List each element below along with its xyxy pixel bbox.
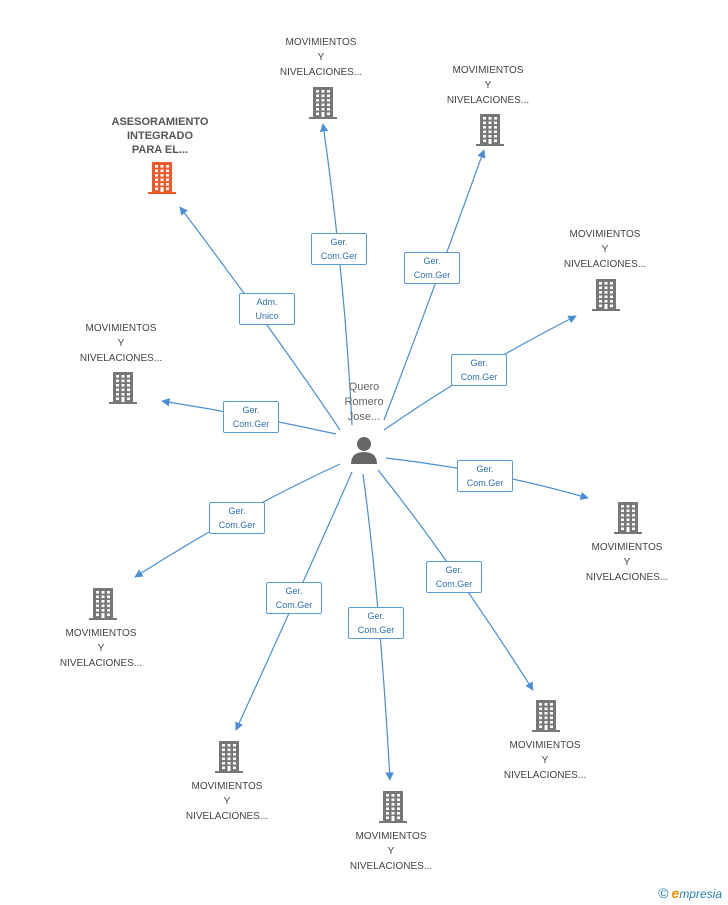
company-node-n8[interactable]	[213, 739, 245, 778]
role-label-line: Ger.	[470, 358, 488, 368]
copyright-symbol: ©	[658, 885, 669, 901]
role-label-line: Com.Ger	[357, 625, 395, 635]
building-icon	[89, 588, 117, 620]
company-label-n7[interactable]: MOVIMIENTOS Y NIVELACIONES...	[503, 740, 587, 781]
company-label-n0[interactable]: ASESORAMIENTO INTEGRADO PARA EL...	[111, 116, 209, 156]
role-label-line: Ger.	[423, 256, 441, 266]
building-icon	[476, 114, 504, 146]
company-node-n4[interactable]	[107, 370, 139, 409]
building-icon	[309, 87, 337, 119]
role-label-n5: Ger. Com.Ger	[457, 460, 513, 492]
company-node-n2[interactable]	[474, 112, 506, 151]
role-label-line: Com.Ger	[320, 251, 358, 261]
company-node-n5[interactable]	[612, 500, 644, 539]
person-icon[interactable]	[349, 435, 379, 465]
footer-brand: ©empresia	[658, 885, 722, 901]
role-label-line: Com.Ger	[218, 520, 256, 530]
role-label-n8: Ger. Com.Ger	[266, 582, 322, 614]
building-icon	[109, 372, 137, 404]
company-node-n9[interactable]	[377, 789, 409, 828]
role-label-line: Ger.	[445, 565, 463, 575]
role-label-n4: Ger. Com.Ger	[223, 401, 279, 433]
role-label-line: Com.Ger	[460, 372, 498, 382]
role-label-line: Ger.	[367, 611, 385, 621]
role-label-line: Com.Ger	[435, 579, 473, 589]
building-icon	[215, 741, 243, 773]
company-label-n2[interactable]: MOVIMIENTOS Y NIVELACIONES...	[446, 65, 530, 106]
role-label-line: Com.Ger	[232, 419, 270, 429]
role-label-line: Ger.	[228, 506, 246, 516]
role-label-line: Ger.	[476, 464, 494, 474]
role-label-line: Com.Ger	[413, 270, 451, 280]
company-label-n6[interactable]: MOVIMIENTOS Y NIVELACIONES...	[59, 628, 143, 669]
role-label-n9: Ger. Com.Ger	[348, 607, 404, 639]
company-node-n6[interactable]	[87, 586, 119, 625]
company-node-n3[interactable]	[590, 277, 622, 316]
role-label-n1: Ger. Com.Ger	[311, 233, 367, 265]
edge-n2	[383, 149, 486, 421]
brand-letter-e: e	[671, 885, 680, 901]
role-label-n3: Ger. Com.Ger	[451, 354, 507, 386]
edge-n1	[319, 123, 353, 426]
company-label-n8[interactable]: MOVIMIENTOS Y NIVELACIONES...	[185, 781, 269, 822]
role-label-line: Com.Ger	[275, 600, 313, 610]
company-label-n1[interactable]: MOVIMIENTOS Y NIVELACIONES...	[279, 37, 363, 78]
role-label-line: Ger.	[242, 405, 260, 415]
edge-n0	[179, 206, 341, 431]
role-label-line: Com.Ger	[466, 478, 504, 488]
role-label-n7: Ger. Com.Ger	[426, 561, 482, 593]
company-node-n1[interactable]	[307, 85, 339, 124]
role-label-line: Adm.	[256, 297, 278, 307]
company-node-n7[interactable]	[530, 698, 562, 737]
company-label-n3[interactable]: MOVIMIENTOS Y NIVELACIONES...	[563, 229, 647, 270]
company-label-n9[interactable]: MOVIMIENTOS Y NIVELACIONES...	[349, 831, 433, 872]
role-label-n2: Ger. Com.Ger	[404, 252, 460, 284]
center-person-label[interactable]: Quero Romero Jose...	[344, 381, 384, 423]
brand-name: mpresia	[679, 887, 722, 901]
building-icon	[532, 700, 560, 732]
role-label-line: Ger.	[285, 586, 303, 596]
role-label-n0: Adm. Unico	[239, 293, 295, 325]
building-icon	[614, 502, 642, 534]
building-icon	[379, 791, 407, 823]
company-node-n0[interactable]	[146, 160, 178, 199]
building-icon	[592, 279, 620, 311]
role-label-line: Ger.	[330, 237, 348, 247]
building-icon	[148, 162, 176, 194]
role-label-line: Unico	[255, 311, 279, 321]
role-label-n6: Ger. Com.Ger	[209, 502, 265, 534]
company-label-n5[interactable]: MOVIMIENTOS Y NIVELACIONES...	[585, 542, 669, 583]
company-label-n4[interactable]: MOVIMIENTOS Y NIVELACIONES...	[79, 323, 163, 364]
